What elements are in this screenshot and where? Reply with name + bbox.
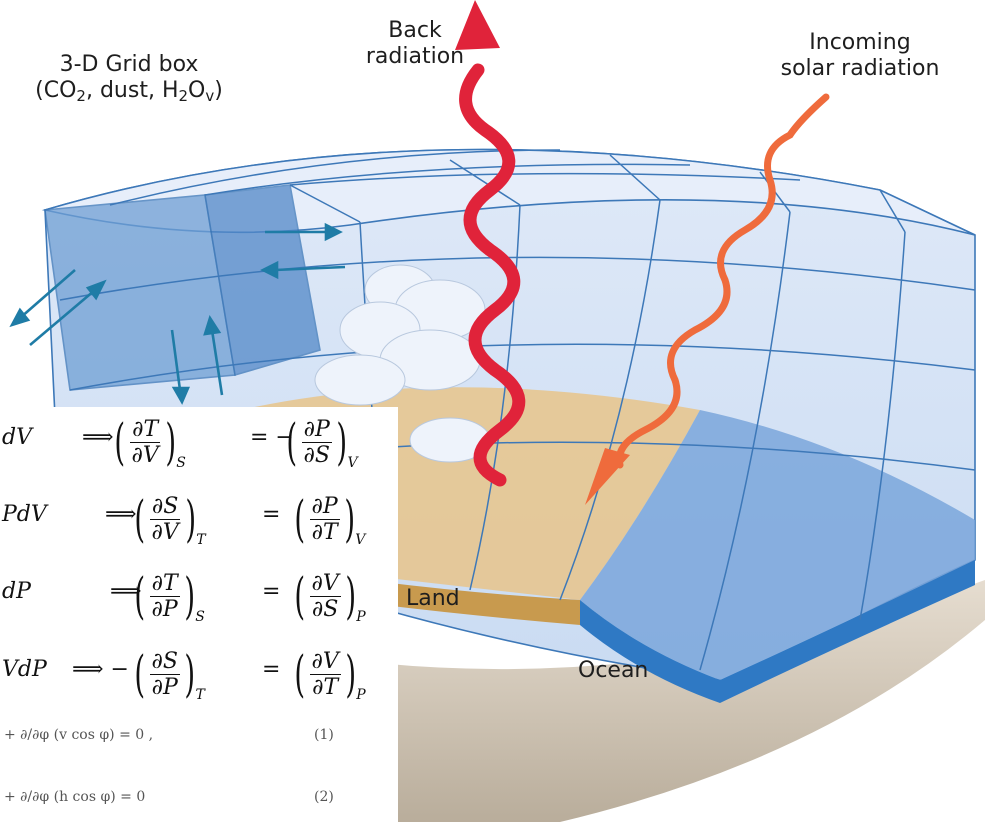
equation-lhs: dV xyxy=(2,425,32,450)
maxwell-relation-row: dP ⟹(∂T∂P)S = (∂V∂S)P xyxy=(0,561,398,631)
partial-derivative-right: (∂P∂S)V xyxy=(286,413,358,471)
maxwell-relation-row: VdP ⟹ −(∂S∂P)T = (∂V∂T)P xyxy=(0,639,398,709)
partial-derivative-left: (∂T∂V)S xyxy=(114,413,186,471)
implies-arrow: ⟹ xyxy=(105,502,137,527)
grid-box-label-line1: 3-D Grid box xyxy=(59,52,199,77)
ocean-surface xyxy=(580,410,975,680)
back-radiation-arrow-icon xyxy=(459,63,526,487)
partial-derivative-right: (∂V∂S)P xyxy=(294,567,366,625)
incoming-solar-label: Incoming solar radiation xyxy=(780,30,940,81)
partial-derivative-right: (∂P∂T)V xyxy=(294,490,366,548)
solar-radiation-arrowhead xyxy=(585,448,630,505)
solar-radiation-arrow-icon xyxy=(615,93,830,469)
grid-box-label: 3-D Grid box (CO2, dust, H2Ov) xyxy=(14,52,244,104)
cloud-icon xyxy=(314,264,491,463)
grid-box-label-line2: (CO2, dust, H2Ov) xyxy=(35,78,223,105)
grid-box-front xyxy=(44,194,236,391)
land-label: Land xyxy=(406,586,460,611)
equals-sign: = − xyxy=(250,425,294,450)
implies-arrow: ⟹ xyxy=(110,579,142,604)
equals-sign: = xyxy=(262,502,281,527)
partial-derivative-left: (∂S∂V)T xyxy=(134,490,206,548)
partial-derivative-right: (∂V∂T)P xyxy=(294,645,366,703)
equals-sign: = xyxy=(262,657,281,682)
ocean-edge xyxy=(580,560,975,703)
flux-arrow-icon xyxy=(9,222,346,405)
ocean-label: Ocean xyxy=(578,658,649,683)
back-radiation-label: Back radiation xyxy=(365,18,465,69)
equation-lhs: PdV xyxy=(2,502,47,527)
implies-arrow: ⟹ xyxy=(82,425,114,450)
equation-lhs: VdP xyxy=(2,657,47,682)
equation-lhs: dP xyxy=(2,579,31,604)
implies-arrow: ⟹ − xyxy=(72,657,129,682)
maxwell-relation-row: PdV ⟹(∂S∂V)T = (∂P∂T)V xyxy=(0,484,398,554)
partial-derivative-left: (∂T∂P)S xyxy=(134,567,205,625)
equals-sign: = xyxy=(262,579,281,604)
maxwell-relation-row: dV ⟹(∂T∂V)S = −(∂P∂S)V xyxy=(0,407,398,477)
partial-derivative-left: (∂S∂P)T xyxy=(134,645,205,703)
back-radiation-arrowhead xyxy=(455,0,500,50)
